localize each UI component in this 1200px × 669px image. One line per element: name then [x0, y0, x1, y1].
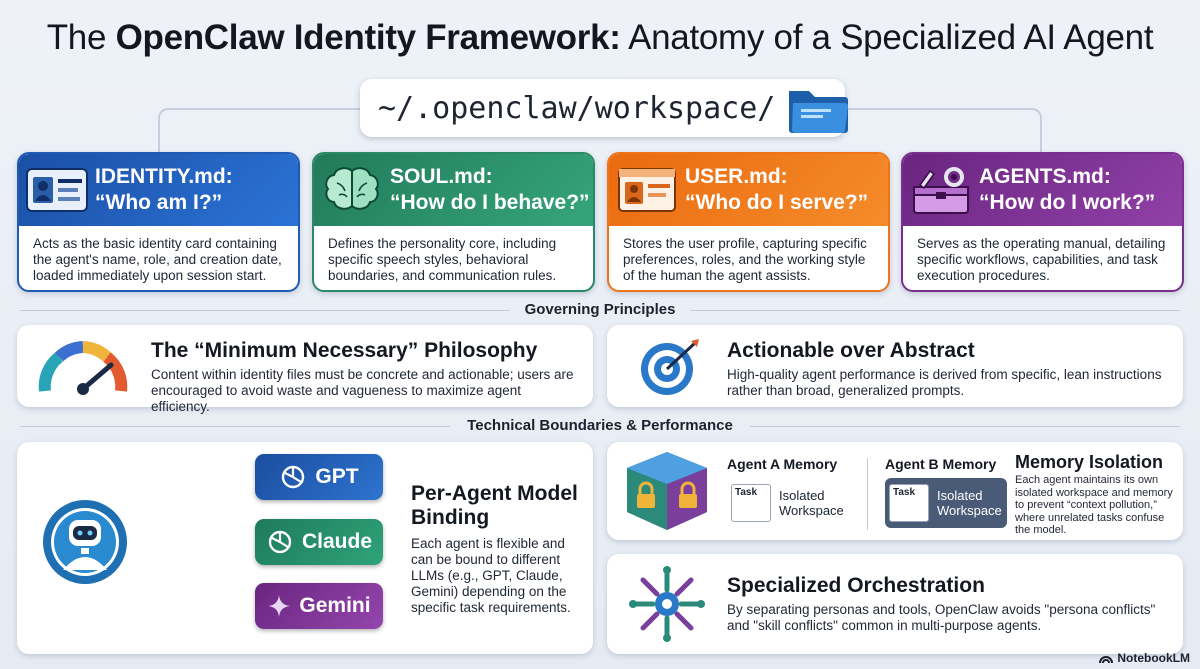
brain-icon [325, 167, 379, 210]
model-gemini-button[interactable]: Gemini [255, 583, 383, 629]
agents-description: Serves as the operating manual, detailin… [917, 236, 1166, 283]
folder-icon [789, 91, 848, 133]
id-card-icon [26, 168, 88, 212]
connector-right [843, 108, 1042, 154]
identity-file: IDENTITY.md: [95, 165, 233, 188]
memory-isolation-panel: Agent A Memory Task Isolated Workspace A… [607, 442, 1183, 540]
technical-divider-right [750, 426, 1180, 427]
task-document-icon: Task [889, 484, 929, 522]
user-file: USER.md: [685, 165, 788, 188]
agent-b-workspace: Task Isolated Workspace [885, 478, 1007, 528]
agent-b-workspace-label: Isolated Workspace [937, 488, 1002, 518]
agent-a-memory-title: Agent A Memory [727, 456, 838, 472]
workspace-path-box: ~/.openclaw/workspace/ [360, 79, 848, 137]
orchestration-tools-icon [629, 566, 705, 642]
model-gpt-label: GPT [315, 465, 359, 488]
user-profile-icon [618, 168, 676, 212]
governing-divider-right [690, 310, 1180, 311]
orchestration-panel: Specialized Orchestration By separating … [607, 554, 1183, 654]
connector-left [158, 108, 362, 154]
identity-card: IDENTITY.md: “Who am I?” Acts as the basi… [17, 152, 300, 292]
model-binding-title: Per-Agent Model Binding [411, 482, 578, 529]
memory-divider [867, 458, 868, 530]
page-title: The OpenClaw Identity Framework: Anatomy… [46, 18, 1154, 57]
agent-a-workspace-label: Isolated Workspace [779, 488, 844, 518]
soul-file: SOUL.md: [390, 165, 493, 188]
user-question: “Who do I serve?” [685, 191, 869, 214]
soul-card: SOUL.md: “How do I behave?” Defines the p… [312, 152, 595, 292]
agent-a-workspace: Task Isolated Workspace [727, 478, 849, 528]
identity-question: “Who am I?” [95, 191, 223, 214]
task-document-icon: Task [731, 484, 771, 522]
actionable-panel: Actionable over Abstract High-quality ag… [607, 325, 1183, 407]
toolbox-icon [913, 167, 969, 214]
target-icon [641, 339, 699, 395]
sparkle-icon [268, 595, 291, 617]
governing-divider-left [20, 310, 510, 311]
robot-icon [43, 500, 127, 584]
minimum-necessary-text: Content within identity files must be co… [151, 367, 574, 414]
model-claude-button[interactable]: Claude [255, 519, 383, 565]
technical-boundaries-label: Technical Boundaries & Performance [467, 417, 733, 434]
technical-divider-left [20, 426, 450, 427]
actionable-text: High-quality agent performance is derive… [727, 367, 1162, 398]
notebooklm-brand: NotebookLM [1099, 651, 1190, 665]
minimum-necessary-title: The “Minimum Necessary” Philosophy [151, 339, 538, 362]
agent-b-memory-title: Agent B Memory [885, 456, 997, 472]
memory-isolation-title: Memory Isolation [1015, 452, 1164, 472]
model-gpt-button[interactable]: GPT [255, 454, 383, 500]
orchestration-text: By separating personas and tools, OpenCl… [727, 602, 1156, 633]
actionable-title: Actionable over Abstract [727, 339, 975, 362]
agents-question: “How do I work?” [979, 191, 1156, 214]
model-gemini-label: Gemini [299, 594, 371, 617]
openai-icon [268, 530, 292, 554]
soul-question: “How do I behave?” [390, 191, 590, 214]
memory-isolation-text: Each agent maintains its own isolated wo… [1015, 474, 1173, 536]
memory-cube-icon [627, 452, 707, 530]
agents-card: AGENTS.md: “How do I work?” Serves as the… [901, 152, 1184, 292]
user-description: Stores the user profile, capturing speci… [623, 236, 867, 283]
workspace-path: ~/.openclaw/workspace/ [378, 90, 776, 126]
governing-principles-label: Governing Principles [524, 301, 676, 318]
user-card: USER.md: “Who do I serve?” Stores the use… [607, 152, 890, 292]
notebooklm-logo-icon [1099, 656, 1114, 664]
orchestration-title: Specialized Orchestration [727, 574, 985, 597]
speedometer-icon [38, 341, 128, 395]
openai-icon [282, 465, 305, 489]
minimum-necessary-panel: The “Minimum Necessary” Philosophy Conte… [17, 325, 593, 414]
model-claude-label: Claude [301, 530, 372, 553]
model-binding-panel: GPT Claude Gemini Per-Agent Model Bindin… [17, 442, 593, 654]
model-binding-text: Each agent is flexible and can be bound … [411, 536, 571, 615]
agents-file: AGENTS.md: [979, 165, 1111, 188]
soul-description: Defines the personality core, including … [328, 236, 557, 283]
identity-description: Acts as the basic identity card containi… [33, 236, 282, 283]
